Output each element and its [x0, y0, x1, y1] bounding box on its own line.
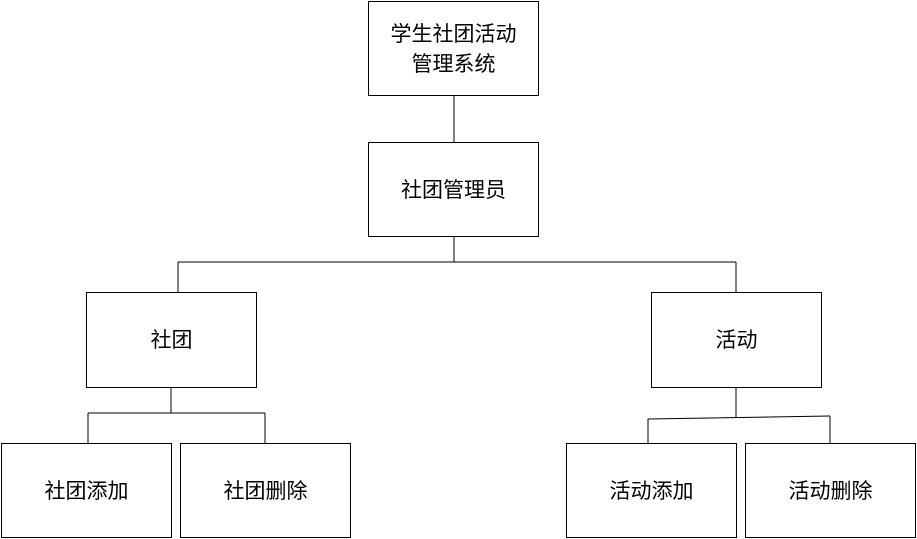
node-activity-delete: 活动删除 [745, 443, 916, 538]
node-activity-delete-label: 活动删除 [788, 478, 873, 503]
node-club-label: 社团 [150, 328, 193, 352]
node-system-root-label: 学生社团活动 管理系统 [390, 21, 517, 76]
node-club-admin-label: 社团管理员 [401, 177, 506, 202]
node-activity-add-label: 活动添加 [609, 478, 694, 503]
node-club: 社团 [86, 292, 257, 388]
node-activity-add: 活动添加 [566, 443, 737, 538]
node-club-delete: 社团删除 [180, 443, 351, 538]
node-activity: 活动 [651, 292, 822, 388]
node-club-delete-label: 社团删除 [223, 478, 308, 503]
node-club-admin: 社团管理员 [368, 142, 539, 237]
node-system-root: 学生社团活动 管理系统 [368, 1, 539, 96]
node-activity-label: 活动 [715, 328, 758, 352]
node-club-add-label: 社团添加 [44, 478, 129, 503]
connector-activity-bar [647, 415, 831, 420]
node-club-add: 社团添加 [1, 443, 172, 538]
